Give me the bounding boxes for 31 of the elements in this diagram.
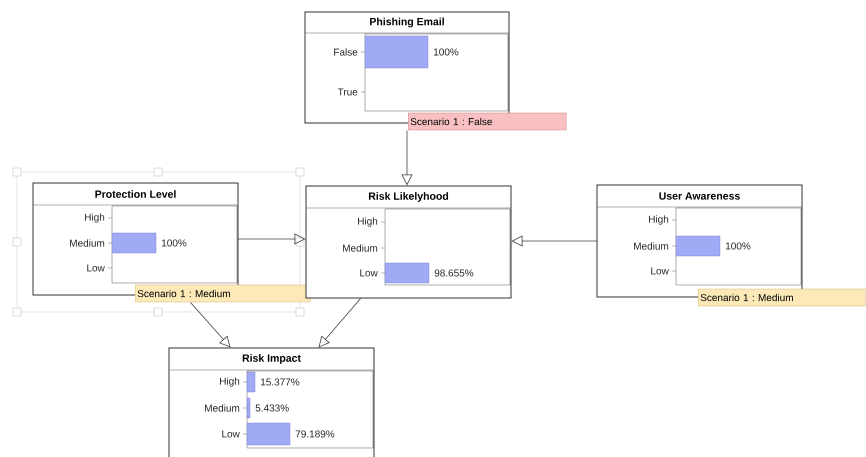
state-label: Low [651,268,669,274]
state-label: Medium [343,244,378,252]
value-label: 5.433% [256,404,289,412]
node-title: Protection Level [95,190,176,198]
state-label: High [358,217,378,227]
value-label: 100% [434,48,458,56]
value-label: 100% [162,239,186,247]
state-label: False [334,48,358,56]
state-label: High [649,215,668,225]
value-label: 100% [726,242,750,250]
state-label: Medium [205,404,240,412]
node-title: Risk Impact [242,354,301,364]
state-label: High [220,377,240,387]
node-title: Risk Likelyhood [368,192,448,202]
state-label: Medium [70,239,104,247]
arrow [190,302,230,348]
state-label: Low [360,270,378,276]
scenario-tag: Scenario 1 : Medium [135,284,310,302]
value-label: 15.377% [260,378,300,386]
state-label: Medium [634,242,668,250]
state-label: High [85,213,104,223]
scenario-tag: Scenario 1 : Medium [698,288,866,306]
value-label: 79.189% [296,430,334,438]
scenario-tag: Scenario 1 : False [408,112,566,130]
state-label: Low [87,264,105,272]
arrow [318,298,361,348]
node-title: Phishing Email [370,18,444,28]
value-label: 98.655% [434,269,474,277]
node-title: User Awareness [659,192,740,200]
state-label: True [338,88,358,96]
state-label: Low [222,430,240,438]
